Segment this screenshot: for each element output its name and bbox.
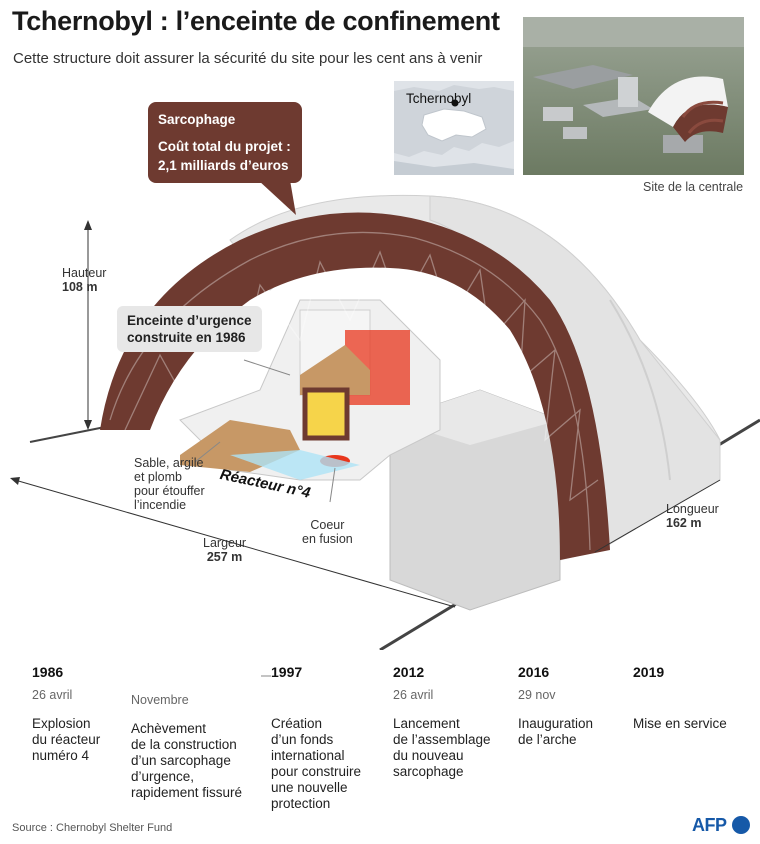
timeline-year [131,664,137,684]
timeline-description-line: Explosion [32,716,91,731]
width-value: 257 m [206,550,243,564]
timeline-year: 1986 [32,664,70,684]
sand-label: Sable, argile et plomb pour étouffer l’i… [134,456,205,512]
timeline-description-line: rapidement fissuré [131,785,243,800]
map-graphic [394,81,514,175]
timeline-description-line: sarcophage [393,764,464,779]
sarcophage-title: Sarcophage [158,112,236,127]
height-value: 108 m [62,280,98,294]
timeline-description-line: d’urgence, [131,769,195,784]
site-photo [523,17,744,175]
timeline-date: 26 avril [32,688,73,702]
width-arrow [14,479,456,608]
timeline-description-line: de l’assemblage [393,732,491,747]
timeline-year: 2012 [393,664,431,684]
page-subtitle: Cette structure doit assurer la sécurité… [13,50,483,67]
site-photo-graphic [523,17,744,175]
timeline-date [271,688,401,706]
sand-line-2: et plomb [134,470,182,484]
timeline-year: 2019 [633,664,671,684]
length-value: 162 m [666,516,702,530]
source-note: Source : Chernobyl Shelter Fund [12,822,173,834]
timeline-description-line: du nouveau [393,748,464,763]
afp-logo-dot [731,816,750,834]
timeline-description-line: protection [271,796,331,811]
map-city-label: Tchernobyl [406,91,472,106]
confinement-diagram [10,180,760,650]
sarcophage-cost-value: 2,1 milliards d’euros [158,158,289,173]
timeline-description-line: numéro 4 [32,748,90,763]
chernobyl-location-dot [451,99,459,107]
width-label: Largeur 257 m [203,536,246,564]
page-title: Tchernobyl : l’enceinte de confinement [12,6,500,36]
afp-logo: AFP [692,815,750,836]
sand-line-1: Sable, argile [134,456,204,470]
sarcophage-pointer [258,180,296,215]
reactor-core [302,387,350,441]
timeline-description-line: Achèvement [131,721,207,736]
timeline-date [633,688,760,706]
emergency-line1: Enceinte d’urgence [127,313,252,328]
emergency-line2: construite en 1986 [127,330,246,345]
afp-logo-text: AFP [692,815,727,835]
emergency-enclosure-callout: Enceinte d’urgence construite en 1986 [117,306,262,352]
timeline-description-line: Mise en service [633,716,727,731]
timeline-description-line: du réacteur [32,732,101,747]
timeline-description-line: Lancement [393,716,460,731]
length-label-text: Longueur [666,502,719,516]
timeline-year: 2016 [518,664,556,684]
timeline-description: Mise en service [633,716,760,732]
sarcophage-cost-label: Coût total du projet : [158,139,291,154]
timeline-date: Novembre [131,693,189,707]
timeline-description-line: Inauguration [518,716,594,731]
inset-map: Tchernobyl [394,81,514,175]
site-photo-caption: Site de la centrale [643,180,744,194]
timeline-description-line: international [271,748,345,763]
length-label: Longueur 162 m [666,502,719,530]
timeline-description-line: d’un sarcophage [131,753,231,768]
timeline-date: 26 avril [393,688,434,702]
width-label-text: Largeur [203,536,247,550]
core-line-1: Coeur [310,518,345,532]
timeline-description-line: de la construction [131,737,237,752]
arch-truss [100,212,610,560]
sand-line-3: pour étouffer [134,484,205,498]
core-label: Coeur en fusion [302,518,353,546]
timeline-year: 1997 [271,664,309,684]
core-line-2: en fusion [302,532,353,546]
sand-line-4: l’incendie [134,498,187,512]
height-label-text: Hauteur [62,266,107,280]
timeline-description-line: une nouvelle [271,780,348,795]
length-arrow [594,479,721,553]
timeline-date: 29 nov [518,688,556,702]
sarcophage-callout: Sarcophage Coût total du projet : 2,1 mi… [148,102,302,183]
height-label: Hauteur 108 m [62,266,106,294]
timeline-description-line: d’un fonds [271,732,334,747]
timeline-description-line: Création [271,716,323,731]
timeline-description-line: de l’arche [518,732,577,747]
timeline-description-line: pour construire [271,764,362,779]
